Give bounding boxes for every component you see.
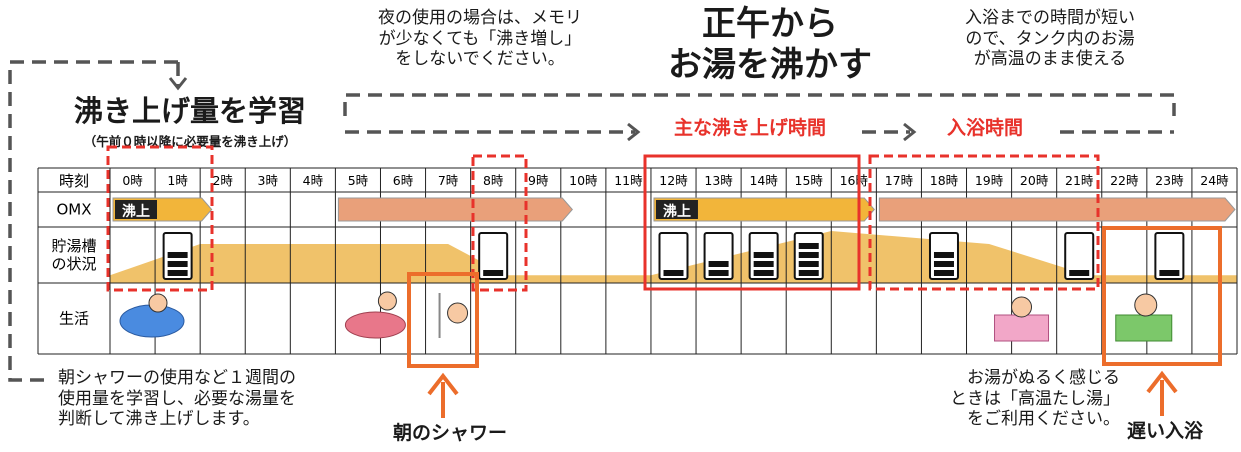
hour-label: 22時 bbox=[1110, 173, 1139, 188]
highlight-8h-box bbox=[471, 154, 528, 292]
arrow-up-icon bbox=[427, 372, 459, 396]
chevron-down-icon bbox=[168, 77, 188, 91]
hour-label: 24時 bbox=[1200, 173, 1229, 188]
tank-icon bbox=[658, 232, 689, 280]
tank-level-bar bbox=[663, 270, 684, 276]
tank-level-bar bbox=[167, 252, 188, 258]
row-label: の状況 bbox=[51, 255, 96, 273]
hour-label: 13時 bbox=[704, 173, 733, 188]
highlight-learning-box bbox=[106, 145, 214, 292]
hour-label: 9時 bbox=[528, 173, 549, 188]
hour-label: 17時 bbox=[885, 173, 914, 188]
bed-icon bbox=[344, 311, 406, 339]
tank-level-bar bbox=[798, 261, 819, 267]
tank-level-bar bbox=[933, 261, 954, 267]
heat-badge bbox=[655, 200, 698, 219]
late-bath-box bbox=[1102, 226, 1222, 366]
learn-title: 沸き上げ量を学習 bbox=[73, 94, 306, 128]
hour-label: 11時 bbox=[614, 173, 643, 188]
tank-level-bar bbox=[167, 270, 188, 276]
hour-label: 19時 bbox=[975, 173, 1004, 188]
bathing-person-icon bbox=[1134, 293, 1158, 317]
waking-person-icon bbox=[377, 291, 397, 311]
omx-bar bbox=[878, 197, 1236, 222]
hour-label: 23時 bbox=[1155, 173, 1184, 188]
chevron-right-icon bbox=[627, 122, 641, 142]
diagram-title: 正午から お湯を沸かす bbox=[668, 4, 872, 86]
sleeping-person-icon bbox=[148, 293, 168, 313]
hour-label: 2時 bbox=[212, 173, 233, 188]
hour-label: 1時 bbox=[167, 173, 188, 188]
tank-level-bar bbox=[753, 261, 774, 267]
omx-bar bbox=[337, 197, 573, 222]
tank-level-bar bbox=[933, 270, 954, 276]
hour-label: 10時 bbox=[569, 173, 598, 188]
tank-level-bar bbox=[753, 252, 774, 258]
note-lukewarm-water: お湯がぬるく感じる ときは「高温たし湯」 をご利用ください。 bbox=[950, 368, 1120, 430]
bath-time-box bbox=[868, 154, 1100, 291]
heat-badge bbox=[115, 200, 157, 219]
hour-label: 18時 bbox=[930, 173, 959, 188]
tank-level-bar bbox=[167, 261, 188, 267]
hour-label: 5時 bbox=[348, 173, 369, 188]
note-bath-temperature: 入浴までの時間が短い ので、タンク内のお湯 が高温のまま使える bbox=[965, 8, 1135, 70]
chevron-right-icon bbox=[903, 122, 917, 142]
tank-level-bar bbox=[798, 243, 819, 249]
tank-level-bar bbox=[483, 270, 504, 276]
morning-shower-box bbox=[407, 272, 479, 368]
hour-label: 8時 bbox=[483, 173, 504, 188]
hour-label: 7時 bbox=[438, 173, 459, 188]
hour-label: 15時 bbox=[795, 173, 824, 188]
main-heating-time-label: 主な沸き上げ時間 bbox=[673, 117, 826, 139]
tank-icon bbox=[1064, 232, 1095, 280]
hour-label: 14時 bbox=[749, 173, 778, 188]
showering-person-icon bbox=[447, 302, 469, 324]
arrow-up-icon bbox=[1146, 370, 1178, 394]
tank-level-bar bbox=[753, 270, 774, 276]
tank-level-bar bbox=[798, 270, 819, 276]
hour-label: 16時 bbox=[840, 173, 869, 188]
corner-label: 時刻 bbox=[59, 172, 89, 190]
hour-label: 12時 bbox=[659, 173, 688, 188]
tank-icon bbox=[1154, 232, 1185, 280]
heat-badge-label: 沸上 bbox=[122, 203, 150, 220]
note-night-use: 夜の使用の場合は、メモリ が少なくても「沸き増し」 をしないでください。 bbox=[378, 8, 582, 70]
morning-shower-label: 朝のシャワー bbox=[392, 422, 507, 444]
tank-level-bar bbox=[1159, 270, 1180, 276]
hour-label: 21時 bbox=[1065, 173, 1094, 188]
hour-label: 6時 bbox=[393, 173, 414, 188]
hour-label: 3時 bbox=[258, 173, 279, 188]
tank-level-bar bbox=[708, 270, 729, 276]
note-weekly-learning: 朝シャワーの使用など１週間の 使用量を学習し、必要な湯量を 判断して沸き上げしま… bbox=[58, 368, 296, 430]
row-label: OMX bbox=[56, 201, 91, 219]
main-heating-box bbox=[643, 154, 861, 291]
bathtub-icon bbox=[994, 314, 1050, 342]
dashed-guide bbox=[343, 93, 1176, 116]
hour-label: 4時 bbox=[303, 173, 324, 188]
bathing-person-icon bbox=[1011, 296, 1033, 318]
hour-label: 0時 bbox=[122, 173, 143, 188]
row-label: 生活 bbox=[59, 310, 89, 328]
tank-icon bbox=[703, 232, 734, 280]
hour-label: 20時 bbox=[1020, 173, 1049, 188]
tank-level-bar bbox=[933, 252, 954, 258]
bath-time-label: 入浴時間 bbox=[946, 117, 1023, 139]
tank-level-bar bbox=[708, 261, 729, 267]
tank-level-bar bbox=[1069, 270, 1090, 276]
bathtub-icon bbox=[1115, 314, 1173, 342]
row-label: 貯湯槽 bbox=[51, 237, 96, 255]
heat-badge-label: 沸上 bbox=[663, 203, 691, 220]
tank-level-bar bbox=[798, 252, 819, 258]
late-bath-label: 遅い入浴 bbox=[1126, 420, 1203, 442]
tank-icon bbox=[478, 232, 509, 280]
learn-subtitle: （午前０時以降に必要量を沸き上げ） bbox=[83, 134, 297, 149]
